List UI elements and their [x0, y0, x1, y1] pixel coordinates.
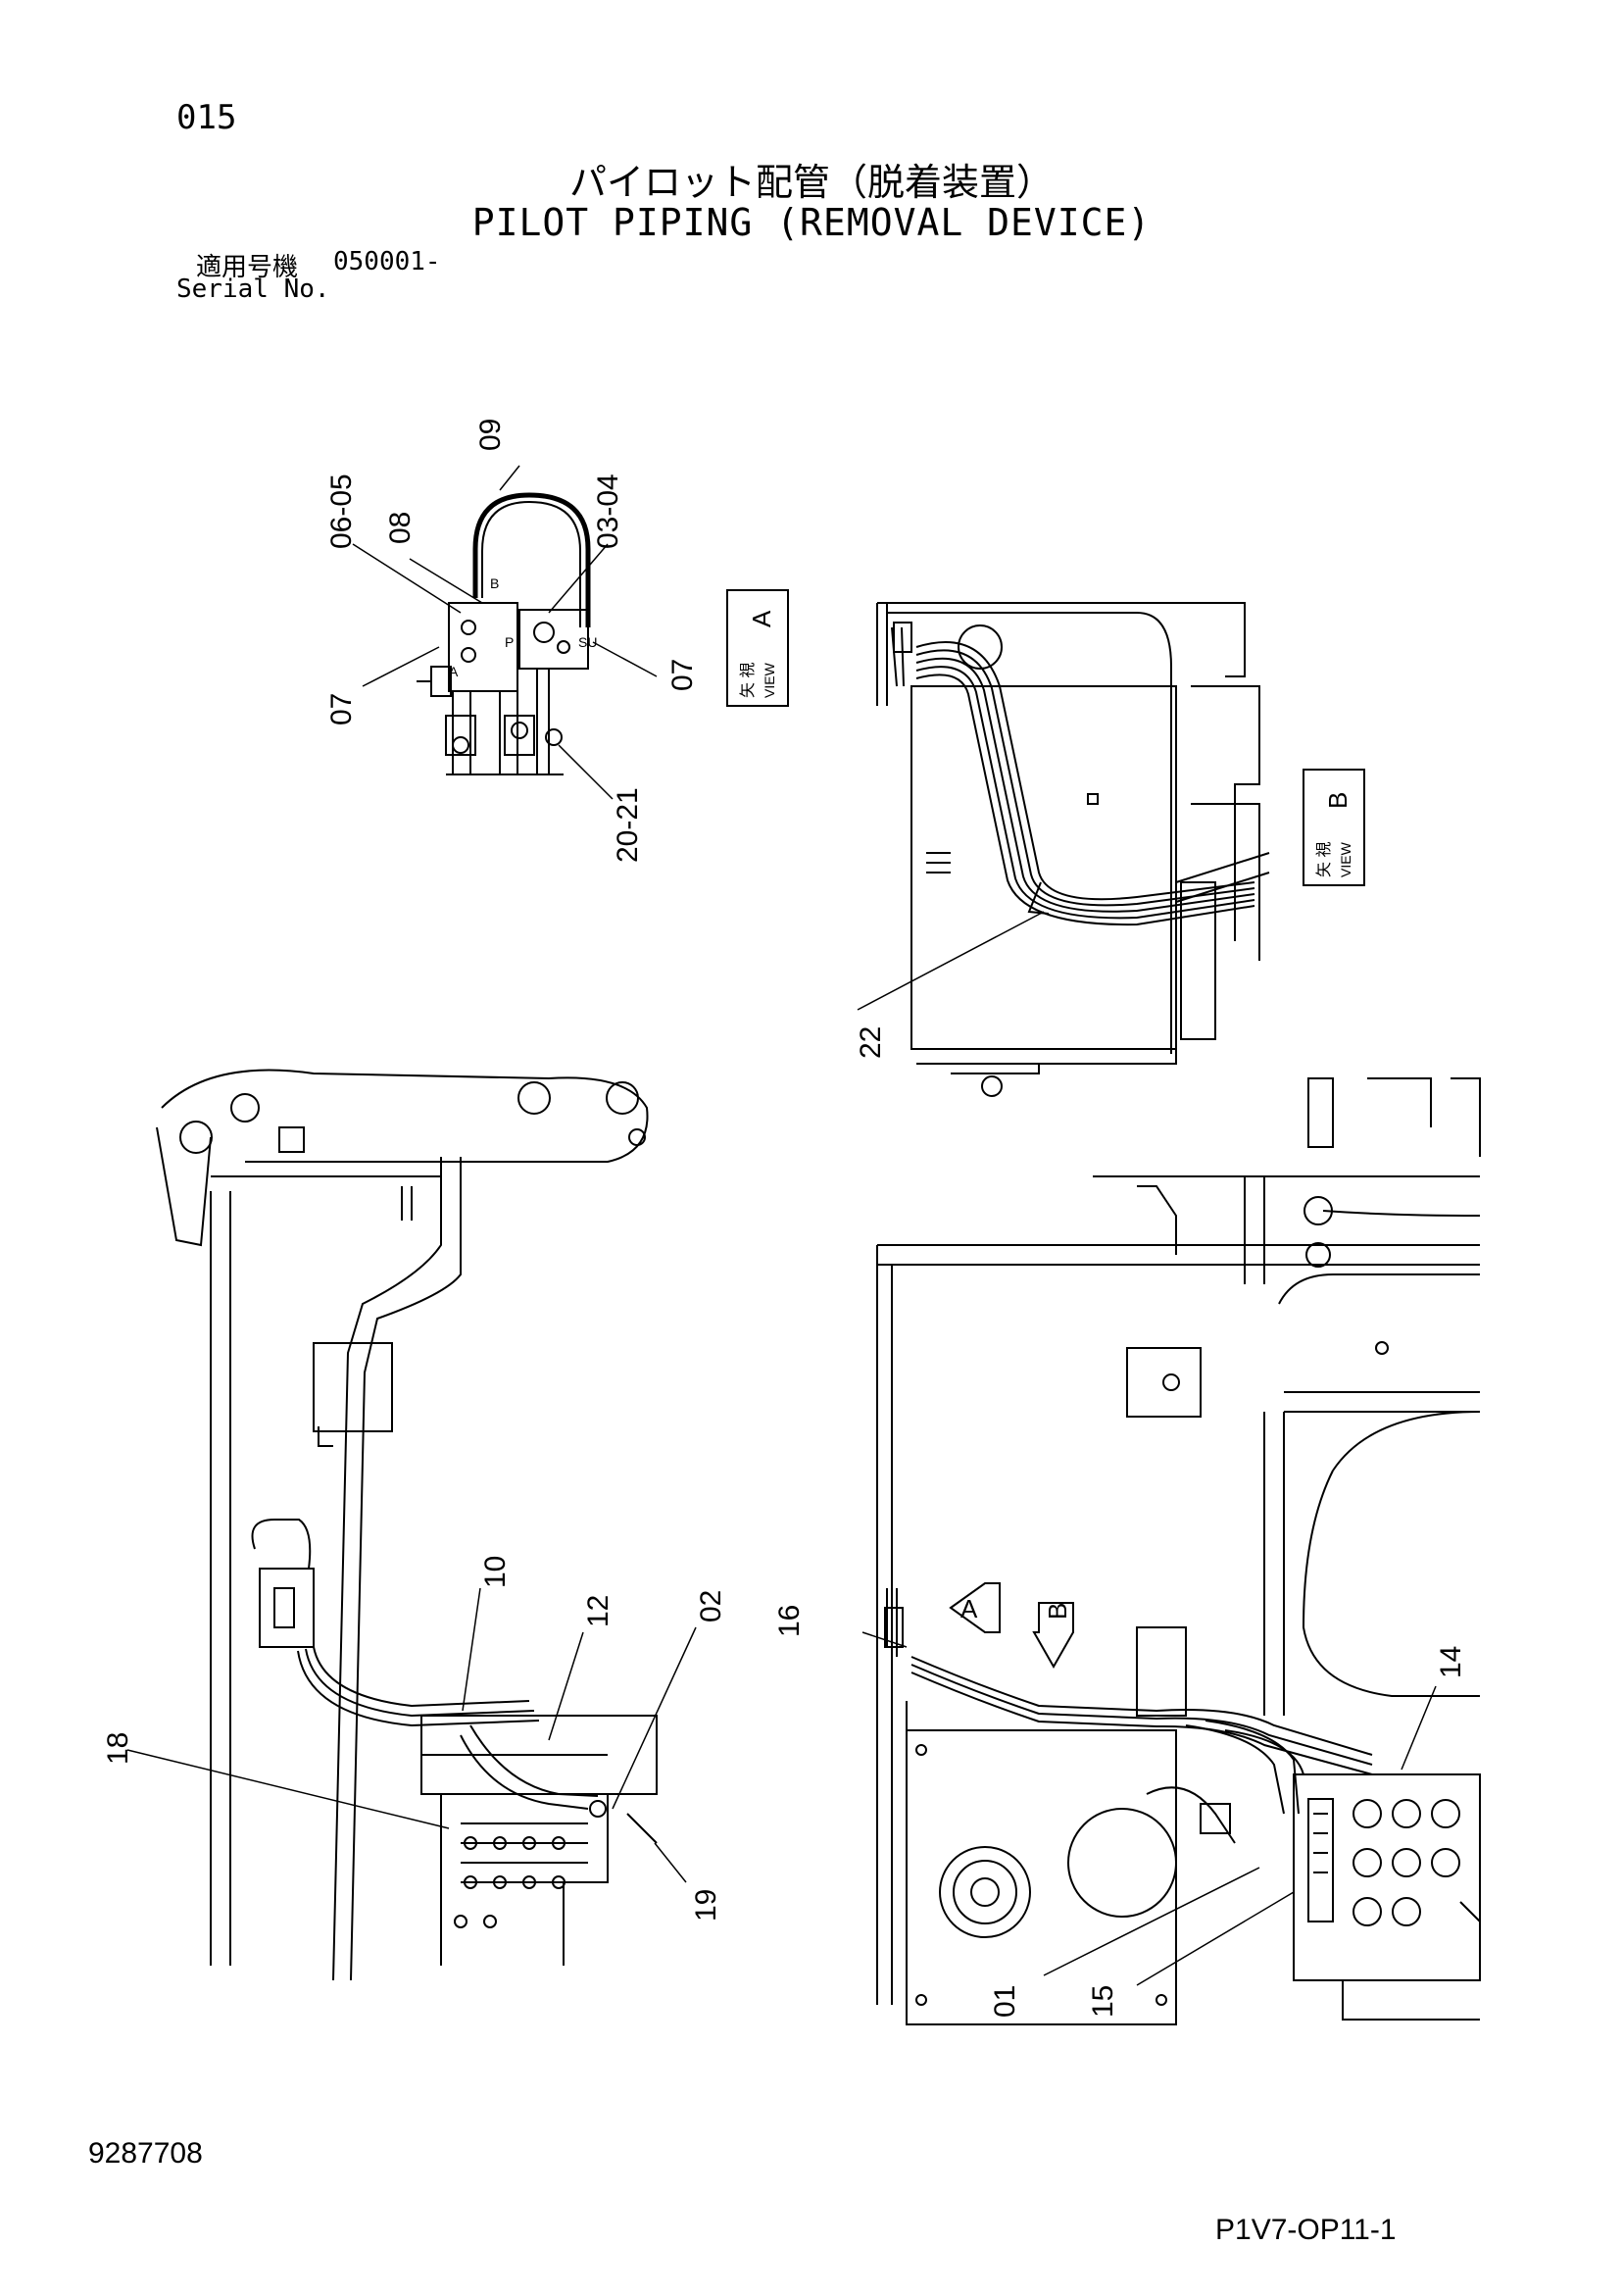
port-b-label: B [490, 575, 499, 591]
callout-07-left: 07 [325, 693, 358, 725]
callout-15: 15 [1087, 1985, 1119, 2018]
svg-text:矢 視: 矢 視 [1315, 842, 1333, 877]
port-su-label: SU [578, 634, 597, 650]
port-p-label: P [505, 634, 514, 650]
callout-16: 16 [773, 1605, 806, 1637]
title-japanese: パイロット配管（脱着装置） [568, 161, 1054, 204]
page-code: P1V7-OP11-1 [1215, 2214, 1397, 2246]
tank-b [906, 1729, 1177, 2025]
arrow-b-label: B [1043, 1603, 1072, 1620]
hose-09 [472, 492, 591, 627]
callout-08: 08 [384, 512, 417, 544]
tank-a [910, 685, 1177, 1050]
callout-19: 19 [690, 1889, 722, 1922]
callout-10: 10 [479, 1556, 512, 1588]
callout-09: 09 [474, 419, 507, 451]
serial-label-japanese: 適用号機 [196, 253, 299, 282]
title-english: PILOT PIPING (REMOVAL DEVICE) [471, 201, 1152, 244]
callout-14: 14 [1435, 1646, 1467, 1678]
page-number: 015 [176, 98, 237, 137]
serial-label-english: Serial No. [176, 275, 330, 304]
control-valve-right [1293, 1773, 1481, 1981]
view-b-box: 矢 視 VIEW B [1303, 769, 1365, 886]
document-id: 9287708 [88, 2137, 203, 2170]
port-a-label: A [449, 664, 459, 679]
callout-18: 18 [102, 1732, 134, 1765]
serial-value: 050001- [333, 247, 441, 276]
valve-detail: B P A SU [352, 465, 658, 800]
boom-assembly [126, 1069, 697, 1981]
frame-assembly [861, 1077, 1481, 2025]
svg-text:VIEW: VIEW [1338, 841, 1353, 877]
callout-22: 22 [855, 1026, 887, 1059]
callout-01: 01 [989, 1985, 1021, 2018]
valve-block-left [448, 602, 518, 692]
valve-block-right [518, 609, 589, 670]
view-a-box: 矢 視 VIEW A [726, 589, 789, 707]
svg-text:B: B [1323, 792, 1352, 809]
callout-03-04: 03-04 [592, 474, 624, 549]
callout-12: 12 [582, 1595, 615, 1627]
svg-text:矢 視: 矢 視 [739, 663, 757, 698]
callout-02: 02 [695, 1590, 727, 1622]
callout-06-05: 06-05 [325, 474, 358, 549]
view-a-assembly [857, 602, 1270, 1097]
svg-text:A: A [747, 610, 776, 627]
arrow-a-label: A [960, 1594, 978, 1623]
callout-20-21: 20-21 [612, 787, 644, 863]
svg-text:VIEW: VIEW [762, 662, 777, 698]
callout-07-right: 07 [666, 659, 699, 691]
